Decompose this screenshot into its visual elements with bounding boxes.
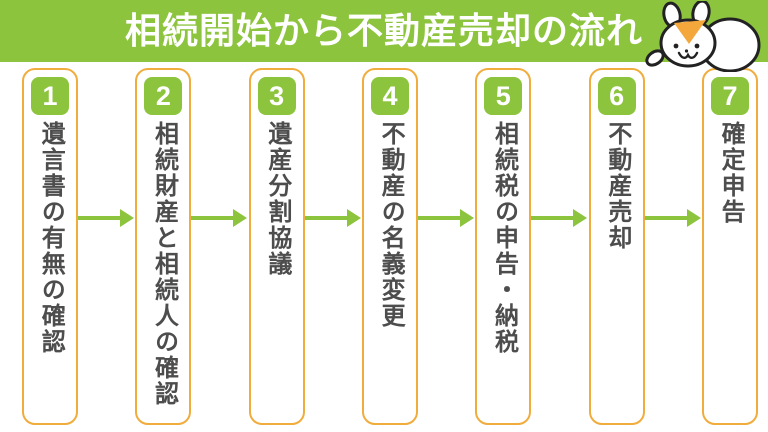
step-number-badge: 3 bbox=[257, 77, 296, 115]
step-column-7: 7 確定申告 bbox=[701, 68, 758, 425]
hamster-mascot-icon bbox=[645, 1, 761, 72]
step-number-badge: 5 bbox=[484, 77, 523, 115]
header-bar: 相続開始から不動産売却の流れ bbox=[0, 0, 768, 62]
step-label: 相続税の申告・納税 bbox=[490, 121, 518, 355]
step-column-5: 5 相続税の申告・納税 bbox=[475, 68, 532, 425]
step-label: 相続財産と相続人の確認 bbox=[150, 121, 178, 407]
step-column-6: 6 不動産売却 bbox=[588, 68, 645, 425]
step-column-2: 2 相続財産と相続人の確認 bbox=[135, 68, 192, 425]
step-column-4: 4 不動産の名義変更 bbox=[361, 68, 418, 425]
step-label: 遺言書の有無の確認 bbox=[37, 121, 65, 355]
steps-row: 1 遺言書の有無の確認 2 相続財産と相続人の確認 3 遺産分割協議 4 不動産… bbox=[22, 68, 758, 425]
step-number-badge: 2 bbox=[144, 77, 183, 115]
flow-arrow-icon bbox=[305, 209, 361, 227]
step-number-badge: 6 bbox=[597, 77, 636, 115]
flow-arrow-icon bbox=[191, 209, 247, 227]
page-title: 相続開始から不動産売却の流れ bbox=[124, 10, 643, 51]
step-label: 確定申告 bbox=[717, 121, 745, 225]
flow-arrow-icon bbox=[645, 209, 701, 227]
step-label: 遺産分割協議 bbox=[263, 121, 291, 277]
step-label: 不動産の名義変更 bbox=[377, 121, 405, 329]
step-number-badge: 1 bbox=[31, 77, 69, 115]
step-number-badge: 7 bbox=[710, 77, 749, 115]
flow-arrow-icon bbox=[531, 209, 587, 227]
flow-arrow-icon bbox=[418, 209, 474, 227]
step-number-badge: 4 bbox=[370, 77, 409, 115]
flow-arrow-icon bbox=[78, 209, 134, 227]
step-label: 不動産売却 bbox=[603, 121, 631, 251]
step-column-1: 1 遺言書の有無の確認 bbox=[22, 68, 78, 425]
step-column-3: 3 遺産分割協議 bbox=[248, 68, 305, 425]
